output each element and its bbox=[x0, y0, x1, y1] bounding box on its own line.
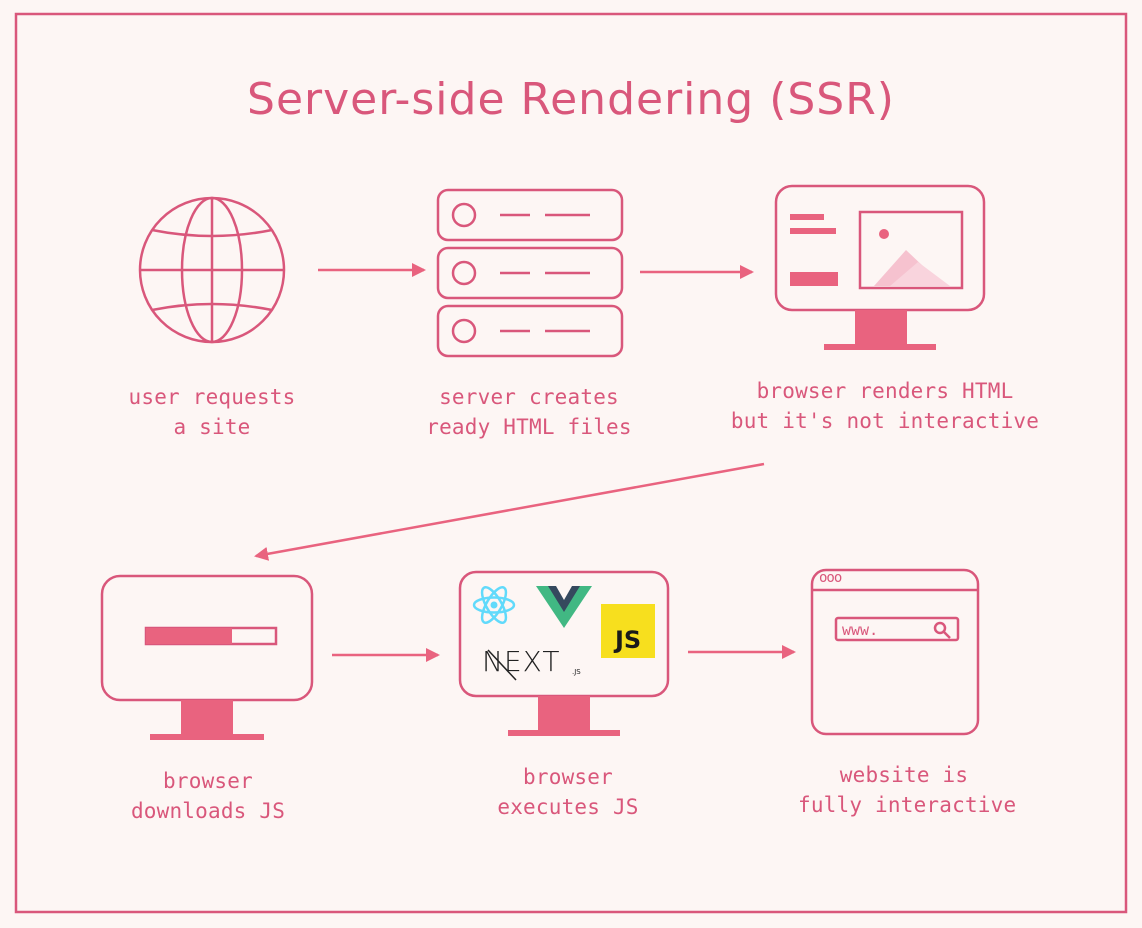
step-2-line-2: ready HTML files bbox=[426, 415, 632, 439]
browser-url-text: www. bbox=[842, 621, 879, 639]
step-label-browser-renders: browser renders HTML but it's not intera… bbox=[730, 376, 1040, 436]
step-4-line-2: downloads JS bbox=[130, 799, 286, 823]
browser-window-icon bbox=[810, 568, 980, 736]
next-logo-text: NEXT bbox=[482, 645, 561, 678]
globe-icon bbox=[138, 196, 286, 344]
step-label-downloads-js: browser downloads JS bbox=[118, 766, 298, 826]
js-logo-icon: JS bbox=[601, 604, 655, 658]
monitor-download-icon bbox=[100, 574, 314, 740]
outer-frame bbox=[14, 12, 1128, 914]
step-2-line-1: server creates bbox=[439, 385, 619, 409]
arrow-to-download bbox=[254, 462, 765, 561]
download-progress-fill bbox=[146, 628, 232, 644]
step-1-line-2: a site bbox=[173, 415, 251, 439]
step-label-user-requests: user requests a site bbox=[112, 382, 312, 442]
step-label-executes-js: browser executes JS bbox=[478, 762, 658, 822]
next-logo-slash bbox=[487, 649, 517, 681]
monitor-frameworks-icon bbox=[458, 570, 670, 736]
browser-window-dots: ooo bbox=[819, 570, 842, 586]
page-title: Server-side Rendering (SSR) bbox=[247, 74, 895, 125]
step-1-line-1: user requests bbox=[128, 385, 296, 409]
monitor-html-icon bbox=[774, 184, 986, 350]
step-3-line-1: browser renders HTML bbox=[756, 379, 1014, 403]
step-3-line-2: but it's not interactive bbox=[730, 409, 1040, 433]
next-logo-sub: .JS bbox=[572, 668, 581, 676]
step-4-line-1: browser bbox=[163, 769, 253, 793]
step-5-line-2: executes JS bbox=[497, 795, 639, 819]
step-6-line-1: website is bbox=[839, 763, 969, 787]
step-label-fully-interactive: website is fully interactive bbox=[798, 760, 1017, 820]
step-5-line-1: browser bbox=[523, 765, 613, 789]
step-6-line-2: fully interactive bbox=[798, 793, 1017, 817]
vue-logo-icon bbox=[536, 586, 592, 628]
step-label-server-creates: server creates ready HTML files bbox=[418, 382, 640, 442]
react-logo-icon bbox=[472, 586, 516, 624]
server-icon bbox=[436, 188, 624, 358]
